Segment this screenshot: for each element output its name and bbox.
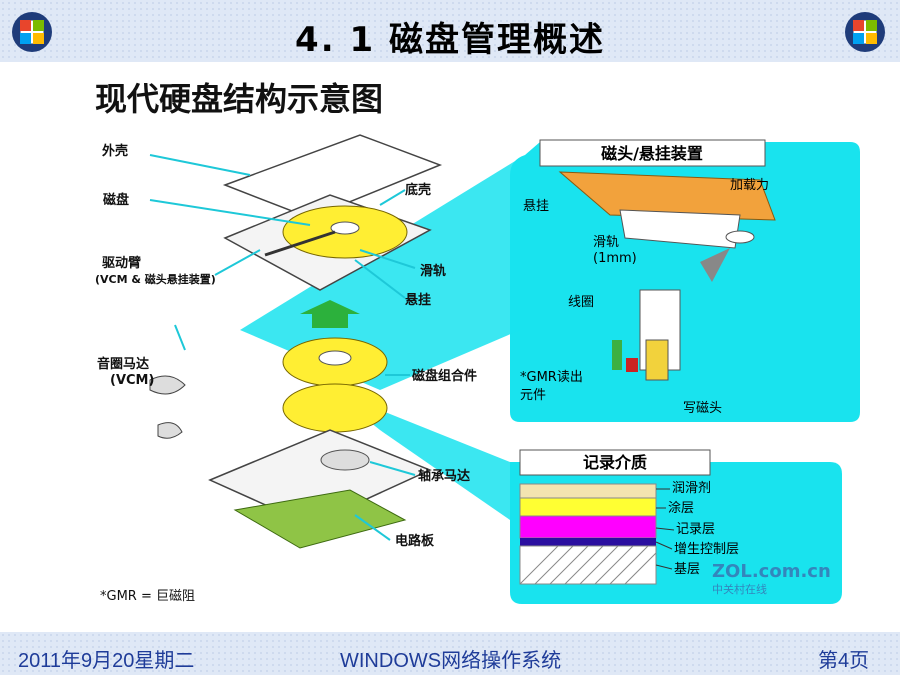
footer-date: 2011年9月20星期二 xyxy=(18,650,195,672)
footer-course: WINDOWS网络操作系统 xyxy=(340,650,562,672)
cover-shell xyxy=(222,134,443,219)
windows-logo-right-icon xyxy=(845,12,885,52)
gmr-element xyxy=(626,358,638,372)
platter-top-hub xyxy=(330,221,360,235)
label-disk-assembly: 磁盘组合件 xyxy=(412,368,477,384)
slider-block xyxy=(619,209,741,249)
layer-label-growth: 增生控制层 xyxy=(674,542,739,557)
footer-band xyxy=(0,632,900,675)
label-drive-arm-sub: (VCM & 磁头悬挂装置) xyxy=(95,272,216,286)
label-vcm-sub: (VCM) xyxy=(110,373,154,388)
head-label-coil: 线圈 xyxy=(568,295,594,310)
windows-logo-left-icon xyxy=(12,12,52,52)
label-platter: 磁盘 xyxy=(103,192,129,208)
label-shell: 外壳 xyxy=(101,143,128,159)
diagram-title: 现代硬盘结构示意图 xyxy=(95,80,383,118)
label-drive-arm: 驱动臂 xyxy=(102,255,141,271)
layer-recording xyxy=(519,515,657,539)
suspension-arm xyxy=(558,171,776,221)
head-label-element: 元件 xyxy=(520,388,546,403)
label-spindle-motor: 轴承马达 xyxy=(418,468,470,484)
layer-coating xyxy=(519,497,657,517)
drive-arm xyxy=(264,230,336,257)
head-panel-title: 磁头/悬挂装置 xyxy=(601,144,703,163)
head-label-write: 写磁头 xyxy=(683,401,722,416)
layer-label-substrate: 基层 xyxy=(674,562,700,577)
watermark-sub: 中关村在线 xyxy=(712,582,767,596)
label-base: 底壳 xyxy=(405,182,431,198)
slide-title: 4. 1 磁盘管理概述 xyxy=(295,20,605,60)
head-label-suspension: 悬挂 xyxy=(523,199,549,214)
footer-page-number: 第4页 xyxy=(818,650,870,672)
platter-assembly-bottom xyxy=(282,383,388,433)
media-panel-title-box xyxy=(519,449,711,476)
label-suspension: 悬挂 xyxy=(405,292,431,308)
vcm-magnet xyxy=(157,422,183,439)
platter-assembly-hub xyxy=(318,350,352,366)
label-circuit-board: 电路板 xyxy=(395,533,435,549)
head-shield xyxy=(612,340,622,370)
head-label-load: 加载力 xyxy=(730,178,769,193)
media-panel-title: 记录介质 xyxy=(583,453,647,472)
hard-disk-diagram: 现代硬盘结构示意图 磁头/悬挂装置 记录介质 润滑剂 涂层 记录层 增生控制层 … xyxy=(95,80,860,604)
vcm-motor xyxy=(149,375,186,395)
layer-growth-control xyxy=(520,538,656,546)
label-gmr-note: *GMR = 巨磁阻 xyxy=(100,589,195,604)
layer-label-coating: 涂层 xyxy=(668,500,694,516)
layer-substrate xyxy=(519,545,657,585)
head-label-slider: 滑轨 xyxy=(593,235,619,250)
head-label-slider-size: (1mm) xyxy=(593,251,637,266)
up-arrow-icon xyxy=(300,300,360,328)
zoom-arrow-icon xyxy=(700,248,730,282)
head-label-gmr: *GMR读出 xyxy=(520,370,583,385)
slide-content: 现代硬盘结构示意图 磁头/悬挂装置 记录介质 润滑剂 涂层 记录层 增生控制层 … xyxy=(0,62,900,632)
slider-zoom-circle xyxy=(725,230,755,244)
head-panel-title-box xyxy=(539,139,766,167)
head-coil xyxy=(645,339,669,381)
layer-lubricant xyxy=(519,483,657,499)
layer-label-lubricant: 润滑剂 xyxy=(672,481,711,496)
label-vcm: 音圈马达 xyxy=(97,356,149,372)
watermark-logo: ZOL.com.cn xyxy=(712,561,831,582)
layer-label-recording: 记录层 xyxy=(676,522,715,537)
circuit-board xyxy=(233,489,407,549)
label-slider: 滑轨 xyxy=(420,263,446,279)
head-panel-callout xyxy=(240,158,520,390)
header-band: 4. 1 磁盘管理概述 xyxy=(0,0,900,62)
spindle-motor xyxy=(320,449,370,471)
